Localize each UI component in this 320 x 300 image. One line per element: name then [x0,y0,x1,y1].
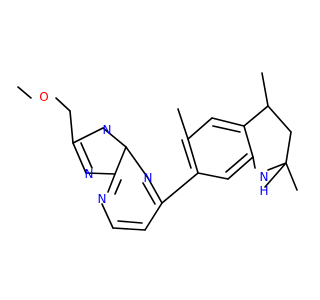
bond-c7prime-c6prime-double [181,139,192,169]
nitrogen-atom-label-triazole-mid: N [85,167,94,181]
bond-c8aprime-c8prime [227,156,254,180]
bond-c2-n3-double [80,142,93,169]
bond-n1prime-c8aprime [252,156,256,169]
bond-n1-c2 [72,127,104,144]
bond-c6-c7 [144,202,163,231]
nitrogen-atom-label-bridgehead: N [144,171,153,185]
bond-c4aprime-c4prime [243,105,269,127]
bond-c6prime-methyl [177,108,189,140]
bond-n8a-n1 [102,127,127,148]
bond-c4aprime-c8aprime [243,125,254,158]
bond-n8a-c3a-ring [125,146,149,179]
bond-n3-c3a [85,172,116,175]
bond-c2-n3 [72,142,87,174]
hydrogen-atom-label-quinoline: H [259,184,268,198]
bond-c5prime-c4aprime [211,117,245,127]
bond-c3prime-c2prime [285,131,292,164]
bond-c5prime-c4aprime-double [212,125,241,133]
bond-c4prime-c3prime [267,105,292,133]
bond-c7prime-c6prime [187,138,199,174]
molecule-canvas: O N N N N N H [17,72,298,231]
bond-c7-n8a-double [142,182,156,205]
oxygen-atom-label: O [39,90,48,104]
bond-c8aprime-c8prime-double [225,153,248,173]
nitrogen-atom-label-triazole-top: N [103,123,112,137]
bond-methoxy-methyl [17,86,32,99]
bond-c4prime-methyl [261,72,269,107]
nitrogen-atom-label-quinoline: N [260,170,269,184]
bond-c2prime-methyl-a [285,162,298,191]
bond-n4-c5 [101,203,114,229]
molecule-structure: O N N N N N H [17,72,298,231]
bond-c5-c6 [112,227,146,231]
bond-c6prime-c5prime [187,117,213,140]
bond-c5-c6-double [117,220,143,224]
nitrogen-atom-label-pyrimidine: N [98,192,107,206]
bond-c7-n8a [147,177,163,204]
bond-ch2-c2 [69,110,74,144]
bond-c3a-n8a [114,146,127,175]
bond-c3a-n4-double [114,179,122,195]
bond-c2prime-n1prime [267,162,287,171]
bond-c2prime-methyl-b [264,162,287,188]
bond-c8prime-c7prime [197,172,229,180]
bond-c7-c7prime [161,172,199,204]
bond-c3a-n4 [107,173,116,193]
bond-o-ch2 [55,97,71,112]
